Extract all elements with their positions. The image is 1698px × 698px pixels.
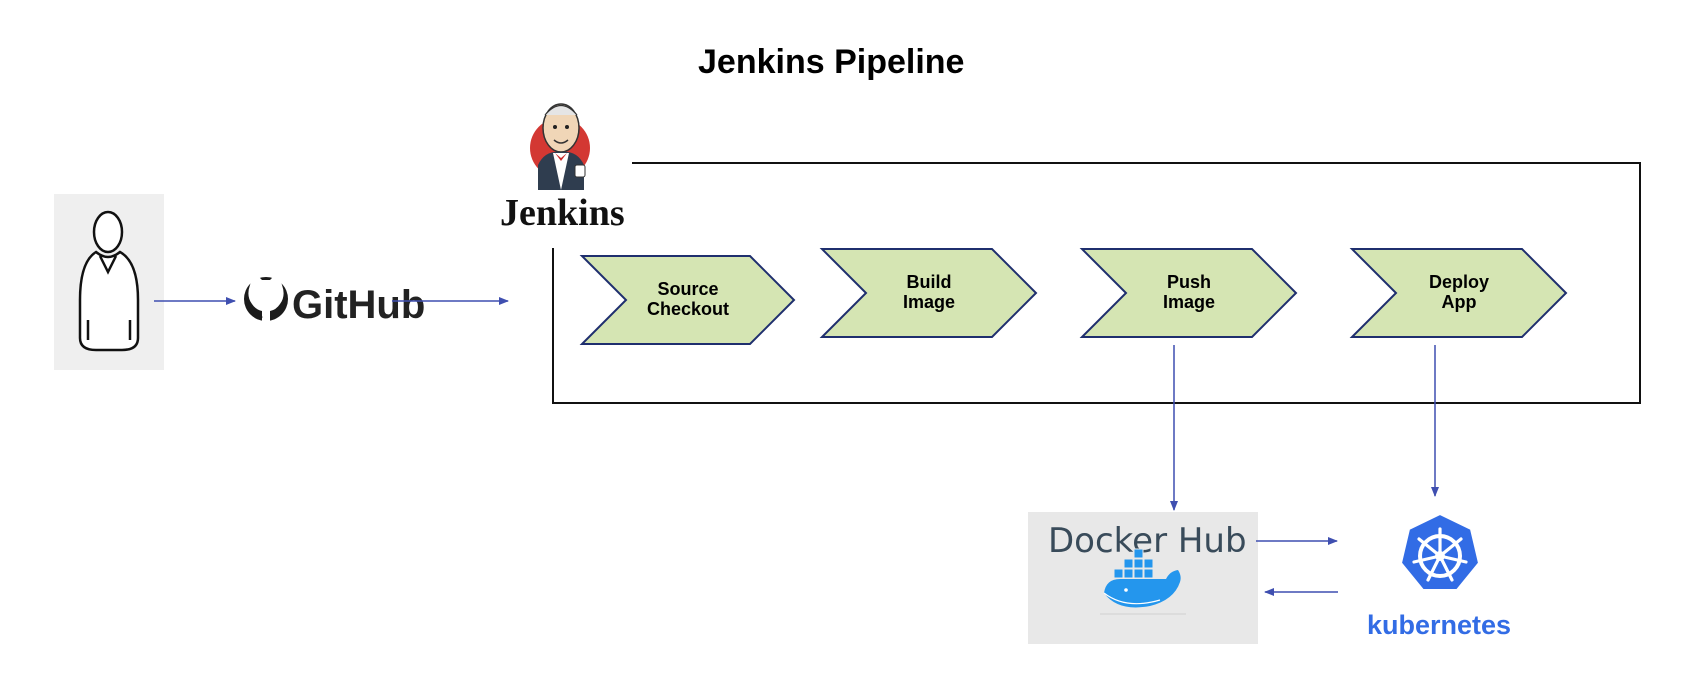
github-octocat-icon bbox=[244, 272, 288, 322]
stage-label-line1: Source bbox=[657, 279, 718, 299]
stage-build-image: Build Image bbox=[819, 248, 1038, 338]
stage-push-image: Push Image bbox=[1079, 248, 1298, 338]
docker-hub-node: Docker Hub bbox=[1028, 512, 1258, 644]
kubernetes-node: kubernetes bbox=[1367, 512, 1511, 640]
stage-deploy-app: Deploy App bbox=[1349, 248, 1568, 338]
jenkins-butler-icon bbox=[530, 103, 590, 190]
stage-label-line2: Image bbox=[903, 292, 955, 312]
kubernetes-helm-icon bbox=[1399, 512, 1481, 591]
stage-chevron bbox=[819, 248, 1038, 338]
stage-chevron bbox=[1079, 248, 1298, 338]
stage-label-line1: Push bbox=[1167, 272, 1211, 292]
github-node: GitHub bbox=[244, 272, 425, 327]
stage-label-line1: Build bbox=[907, 272, 952, 292]
stage-label-line2: App bbox=[1442, 292, 1477, 312]
stage-label-line1: Deploy bbox=[1429, 272, 1489, 292]
stage-label-line2: Checkout bbox=[647, 299, 729, 319]
stage-source-checkout: Source Checkout bbox=[579, 255, 796, 345]
pipeline-frame bbox=[552, 162, 1641, 404]
stage-chevron bbox=[1349, 248, 1568, 338]
jenkins-node: Jenkins bbox=[500, 103, 625, 234]
docker-hub-label: Docker Hub bbox=[1048, 521, 1247, 561]
kubernetes-label: kubernetes bbox=[1367, 610, 1511, 640]
stage-label-line2: Image bbox=[1163, 292, 1215, 312]
developer-node bbox=[54, 194, 164, 370]
stage-chevron bbox=[579, 255, 796, 345]
jenkins-label: Jenkins bbox=[500, 192, 625, 234]
docker-whale-icon bbox=[1100, 548, 1186, 615]
person-icon bbox=[78, 210, 140, 352]
github-label: GitHub bbox=[292, 283, 425, 327]
diagram-title: Jenkins Pipeline bbox=[698, 43, 964, 81]
